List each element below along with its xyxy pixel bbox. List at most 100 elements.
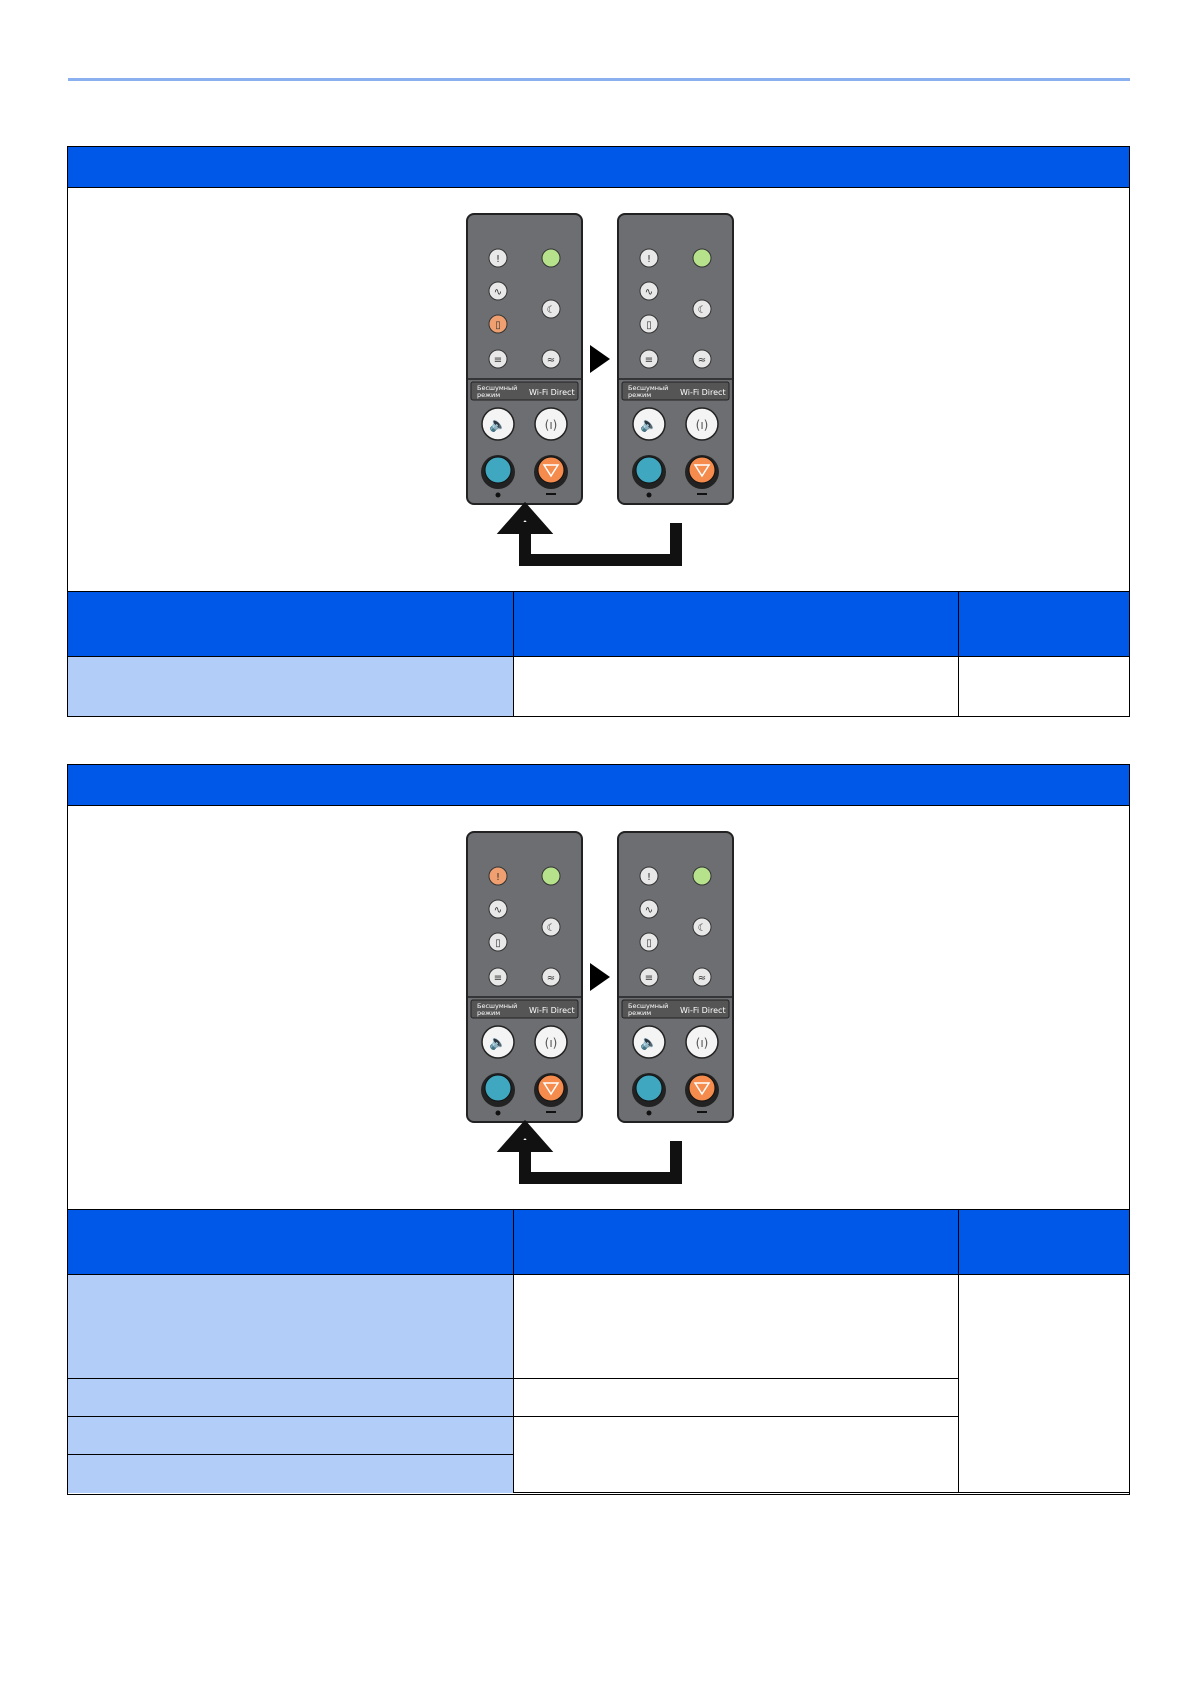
toner-indicator-glyph: ▯ — [495, 938, 501, 949]
sleep-indicator-glyph: ☾ — [698, 305, 707, 316]
silent-mode-label: Бесшумный — [628, 1002, 668, 1010]
silent-mode-label-line2: режим — [477, 1009, 500, 1017]
sleep-indicator-glyph: ☾ — [547, 923, 556, 934]
silent-mode-button — [632, 407, 666, 441]
wifi-indicator-glyph: ≈ — [698, 973, 706, 984]
attention-indicator-led — [639, 248, 659, 268]
wifi-direct-label: Wi-Fi Direct — [680, 1006, 726, 1015]
transition-arrow-icon — [590, 345, 610, 373]
table-cell — [68, 1454, 513, 1493]
silent-mode-button — [632, 1025, 666, 1059]
wifi-direct-button — [534, 1025, 568, 1059]
stop-indicator-bar — [697, 1111, 707, 1113]
silent-mode-label-line2: режим — [628, 1009, 651, 1017]
silent-mode-label: Бесшумный — [477, 1002, 517, 1010]
sleep-indicator-led — [692, 299, 712, 319]
antenna-icon: (ı) — [696, 1036, 709, 1050]
table-row — [68, 1378, 1129, 1417]
table-row — [68, 1454, 1129, 1493]
start-indicator-dot — [646, 492, 652, 498]
column-header — [512, 1210, 959, 1275]
table-row — [68, 656, 1129, 716]
section-1-table — [68, 592, 1129, 716]
paper-indicator-glyph: ≡ — [645, 973, 653, 984]
jam-indicator-glyph: ∿ — [645, 287, 653, 298]
wifi-direct-button — [685, 1025, 719, 1059]
column-header — [68, 1210, 514, 1275]
attention-indicator-led — [488, 866, 508, 886]
label-strip — [621, 381, 730, 401]
table-cell — [957, 656, 1129, 716]
top-rule — [68, 78, 1130, 81]
silent-mode-button — [481, 1025, 515, 1059]
column-header — [957, 592, 1129, 657]
ready-indicator-led — [541, 248, 561, 268]
return-arrow-icon — [496, 501, 682, 566]
toner-indicator-glyph: ▯ — [646, 320, 652, 331]
stop-button — [688, 1074, 716, 1102]
section-2-table — [68, 1210, 1129, 1493]
panel-body — [466, 831, 583, 1123]
sleep-indicator-led — [541, 917, 561, 937]
label-strip — [621, 999, 730, 1019]
wifi-direct-label: Wi-Fi Direct — [529, 388, 575, 397]
silent-mode-label: Бесшумный — [628, 384, 668, 392]
ready-indicator-led — [541, 866, 561, 886]
column-header — [68, 592, 514, 657]
table-cell — [68, 1274, 514, 1379]
silent-mode-label: Бесшумный — [477, 384, 517, 392]
panel-body — [617, 831, 734, 1123]
wifi-indicator-glyph: ≈ — [698, 355, 706, 366]
toner-indicator-led — [639, 314, 659, 334]
paper-indicator-led — [488, 967, 508, 987]
sleep-indicator-glyph: ☾ — [547, 305, 556, 316]
table-cell — [957, 1274, 1129, 1493]
paper-indicator-glyph: ≡ — [645, 355, 653, 366]
start-button — [484, 1074, 512, 1102]
start-button — [635, 456, 663, 484]
wifi-indicator-led — [541, 349, 561, 369]
stop-indicator-bar — [546, 1111, 556, 1113]
ready-indicator-led — [692, 248, 712, 268]
stop-icon — [693, 1082, 711, 1096]
jam-indicator-led — [639, 899, 659, 919]
wifi-direct-label: Wi-Fi Direct — [680, 388, 726, 397]
speaker-icon: 🔈 — [489, 1035, 506, 1051]
jam-indicator-led — [488, 281, 508, 301]
wifi-indicator-glyph: ≈ — [547, 355, 555, 366]
jam-indicator-glyph: ∿ — [494, 287, 502, 298]
attention-indicator-glyph: ! — [647, 872, 651, 883]
wifi-indicator-led — [541, 967, 561, 987]
jam-indicator-led — [639, 281, 659, 301]
table-cell — [68, 656, 514, 716]
table-cell — [68, 1416, 514, 1455]
attention-indicator-glyph: ! — [647, 254, 651, 265]
wifi-direct-button — [534, 407, 568, 441]
wifi-direct-button — [685, 407, 719, 441]
stop-icon — [542, 464, 560, 478]
wifi-indicator-led — [692, 349, 712, 369]
transition-arrow-icon — [590, 963, 610, 991]
speaker-icon: 🔈 — [640, 417, 657, 433]
stop-icon — [542, 1082, 560, 1096]
paper-indicator-led — [488, 349, 508, 369]
attention-indicator-glyph: ! — [496, 872, 500, 883]
paper-indicator-glyph: ≡ — [494, 355, 502, 366]
stop-button — [688, 456, 716, 484]
sleep-indicator-led — [541, 299, 561, 319]
panel-body — [466, 213, 583, 505]
wifi-indicator-led — [692, 967, 712, 987]
antenna-icon: (ı) — [545, 418, 558, 432]
column-header — [957, 1210, 1129, 1275]
panel-body — [617, 213, 734, 505]
table-cell — [512, 1378, 958, 1417]
table-cell — [68, 1378, 514, 1417]
attention-indicator-led — [488, 248, 508, 268]
attention-indicator-glyph: ! — [496, 254, 500, 265]
